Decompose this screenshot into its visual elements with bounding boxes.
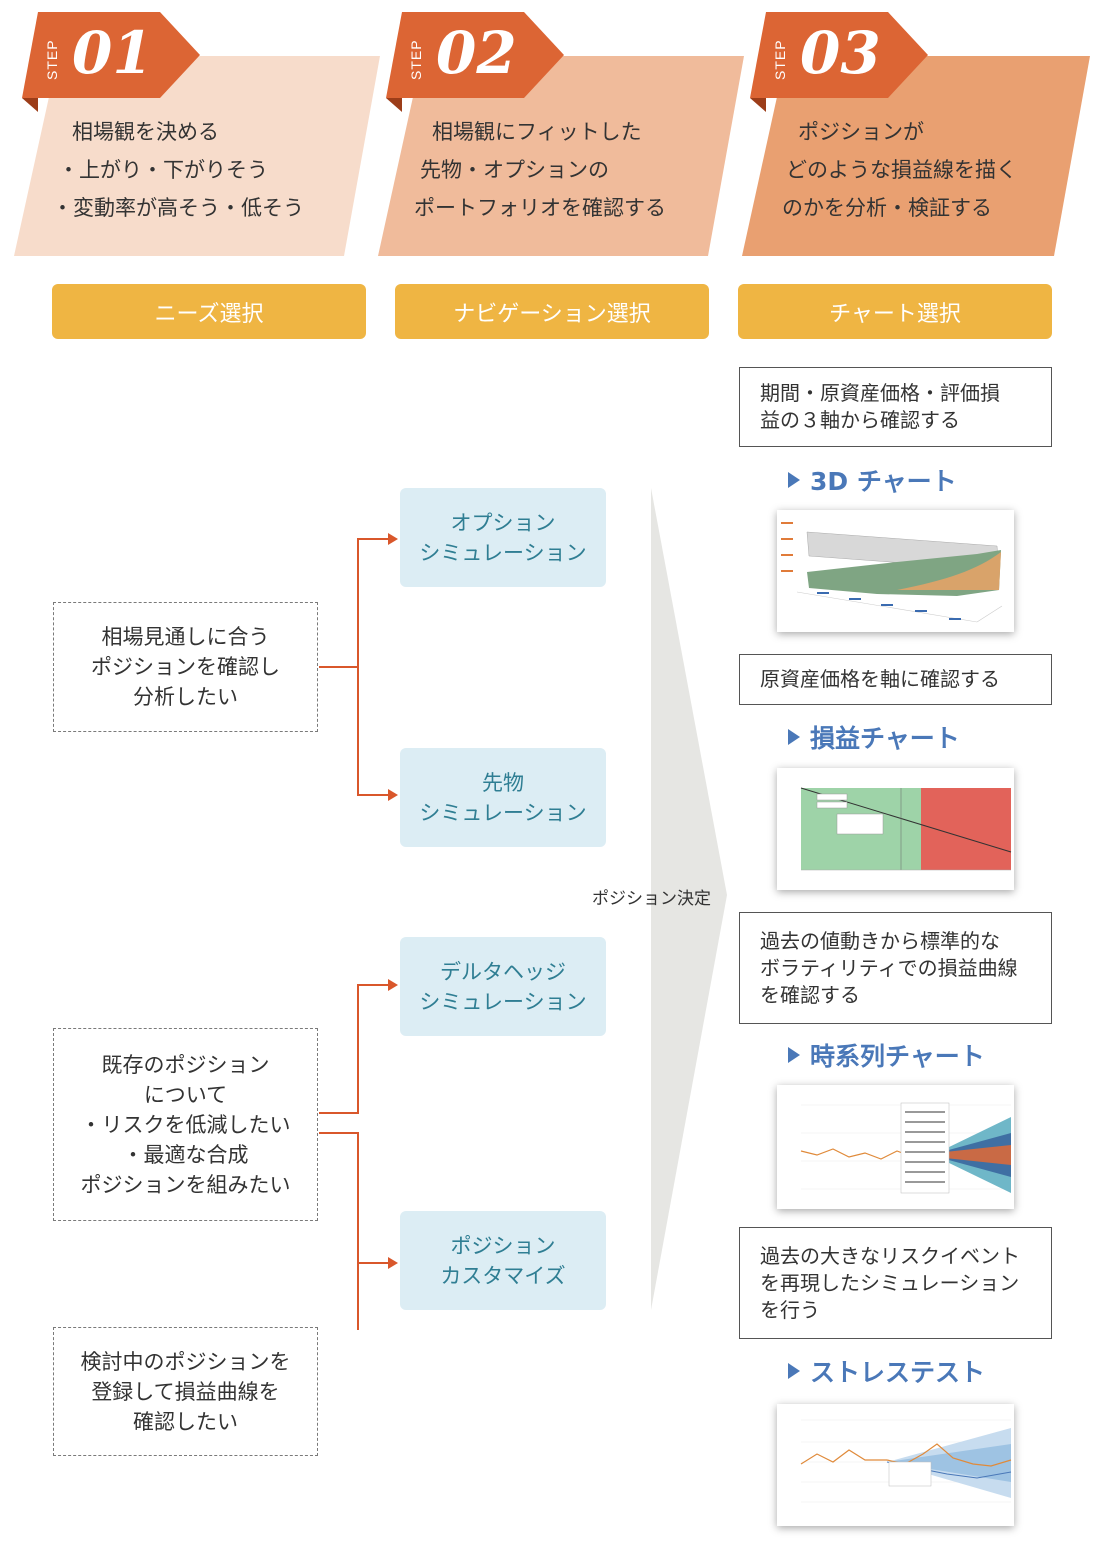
delta-hedge-simulation-button[interactable]: デルタヘッジ シミュレーション: [400, 937, 606, 1036]
chart-desc-stress: 過去の大きなリスクイベント を再現したシミュレーション を行う: [739, 1227, 1052, 1339]
step3-panel: [742, 56, 1090, 256]
position-customize-button[interactable]: ポジション カスタマイズ: [400, 1211, 606, 1310]
need-analyze-position: 相場見通しに合う ポジションを確認し 分析したい: [53, 602, 318, 732]
chart-title-stress[interactable]: ストレステスト: [788, 1353, 985, 1389]
chart-title-timeseries[interactable]: 時系列チャート: [788, 1037, 985, 1073]
chart-title-pl[interactable]: 損益チャート: [788, 719, 960, 755]
step3-tab: [750, 12, 928, 98]
step2-line-1: 相場観にフィットした: [432, 120, 642, 144]
stress-chart-image: [800, 1419, 1012, 1503]
thumbnail-pl-chart[interactable]: [777, 768, 1014, 890]
step2-tab: [386, 12, 564, 98]
triangle-icon: [788, 729, 800, 745]
step2-line-3: ポートフォリオを確認する: [414, 196, 666, 220]
step3-tab-fold: [750, 98, 766, 112]
thumbnail-timeseries-chart[interactable]: [777, 1085, 1014, 1209]
step1-line-3: ・変動率が高そう・低そう: [52, 196, 304, 220]
chart-selection-button[interactable]: チャート選択: [738, 284, 1052, 339]
option-simulation-button[interactable]: オプション シミュレーション: [400, 488, 606, 587]
step1-line-2: ・上がり・下がりそう: [58, 158, 268, 182]
step3-label: STEP: [772, 39, 788, 80]
navigation-selection-button[interactable]: ナビゲーション選択: [395, 284, 709, 339]
chart-desc-pl: 原資産価格を軸に確認する: [739, 654, 1052, 705]
pl-chart-image: [800, 787, 1012, 871]
step3-line-2: どのような損益線を描く: [786, 158, 1017, 182]
step2-tab-fold: [386, 98, 402, 112]
flow-connectors: [319, 488, 727, 1330]
step1-line-1: 相場観を決める: [72, 120, 219, 144]
chart-desc-3d: 期間・原資産価格・評価損 益の３軸から確認する: [739, 367, 1052, 447]
step3-number: 03: [800, 19, 881, 87]
step2-label: STEP: [408, 39, 424, 80]
step1-label: STEP: [44, 39, 60, 80]
step2-number: 02: [436, 19, 517, 87]
triangle-icon: [788, 1363, 800, 1379]
step3-line-3: のかを分析・検証する: [782, 196, 992, 220]
step1-tab-fold: [22, 98, 38, 112]
triangle-icon: [788, 1047, 800, 1063]
decision-chevron: [651, 488, 727, 1310]
futures-simulation-button[interactable]: 先物 シミュレーション: [400, 748, 606, 847]
step1-number: 01: [72, 19, 153, 87]
timeseries-chart-image: [800, 1102, 1011, 1194]
needs-selection-button[interactable]: ニーズ選択: [52, 284, 366, 339]
need-reduce-risk: 既存のポジション について ・リスクを低減したい ・最適な合成 ポジションを組み…: [53, 1028, 318, 1221]
decision-label: ポジション決定: [592, 889, 711, 909]
step2-line-2: 先物・オプションの: [420, 158, 609, 182]
step1-tab: [22, 12, 200, 98]
chart-desc-timeseries: 過去の値動きから標準的な ボラティリティでの損益曲線 を確認する: [739, 912, 1052, 1024]
step3-line-1: ポジションが: [798, 120, 924, 144]
chart-title-3d[interactable]: 3D チャート: [788, 462, 957, 498]
thumbnail-stress-chart[interactable]: [777, 1404, 1014, 1526]
step2-panel: [378, 56, 744, 256]
need-register-position: 検討中のポジションを 登録して損益曲線を 確認したい: [53, 1327, 318, 1456]
thumbnail-3d-chart[interactable]: [777, 510, 1014, 632]
step1-panel: [14, 56, 380, 256]
3d-chart-image: [781, 522, 1003, 623]
step-banners: [14, 12, 1090, 256]
triangle-icon: [788, 472, 800, 488]
